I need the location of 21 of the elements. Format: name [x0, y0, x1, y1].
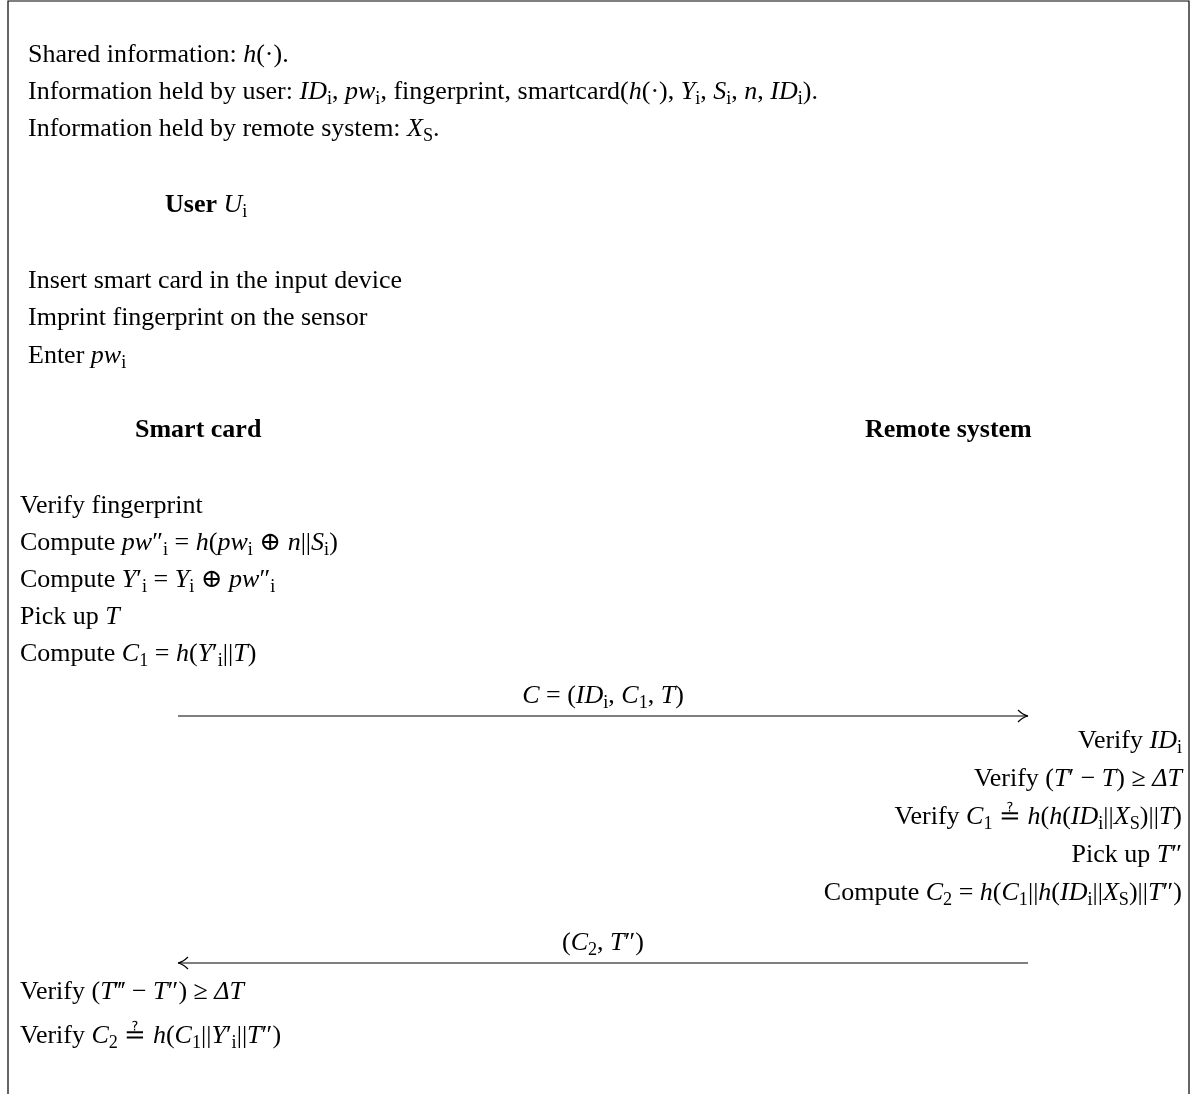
step-text: Compute pw″$_{i}$ = h(pw$_{i}$ ⊕ n||S$_{i}$) — [20, 526, 339, 560]
step-text: Pick up T″ — [1070, 838, 1182, 870]
step-text: Verify C$_{2}$ ≟ h(C$_{1}$||Y′$_{i}$||T″) — [20, 1019, 283, 1054]
step-text: Enter pw$_{i}$ — [28, 339, 127, 373]
info-text: Information held by user: ID$_{i}$, pw$_{i}$, fingerprint, smartcard(h(·), Y$_{i}$, S$_{i}$, n, ID$_{i}$). — [28, 75, 818, 109]
info-text: Shared information: h(·). — [28, 38, 289, 70]
column-heading: Smart card — [135, 413, 262, 445]
step-text: Verify (T′ − T) ≥ ΔT — [972, 762, 1182, 794]
column-heading: Remote system — [865, 413, 1032, 445]
step-text: Pick up T — [20, 600, 123, 632]
step-text: Compute Y′$_{i}$ = Y$_{i}$ ⊕ pw″$_{i}$ — [20, 563, 277, 597]
step-text: Compute C$_{2}$ = h(C$_{1}$||h(ID$_{i}$||X$_{S}$)||T″) — [822, 876, 1182, 911]
info-text: Information held by remote system: X$_{S}$. — [28, 112, 440, 146]
step-text: Verify fingerprint — [20, 489, 204, 521]
step-text: Imprint fingerprint on the sensor — [28, 301, 368, 333]
step-text: Verify (T‴ − T″) ≥ ΔT — [20, 975, 247, 1007]
step-text: Verify ID$_{i}$ — [1077, 724, 1182, 759]
step-text: Insert smart card in the input device — [28, 264, 402, 296]
column-heading: User U$_{i}$ — [165, 188, 248, 222]
step-text: Compute C$_{1}$ = h(Y′$_{i}$||T) — [20, 637, 258, 671]
step-text: Verify C$_{1}$ ≟ h(h(ID$_{i}$||X$_{S}$)||T) — [893, 800, 1182, 835]
